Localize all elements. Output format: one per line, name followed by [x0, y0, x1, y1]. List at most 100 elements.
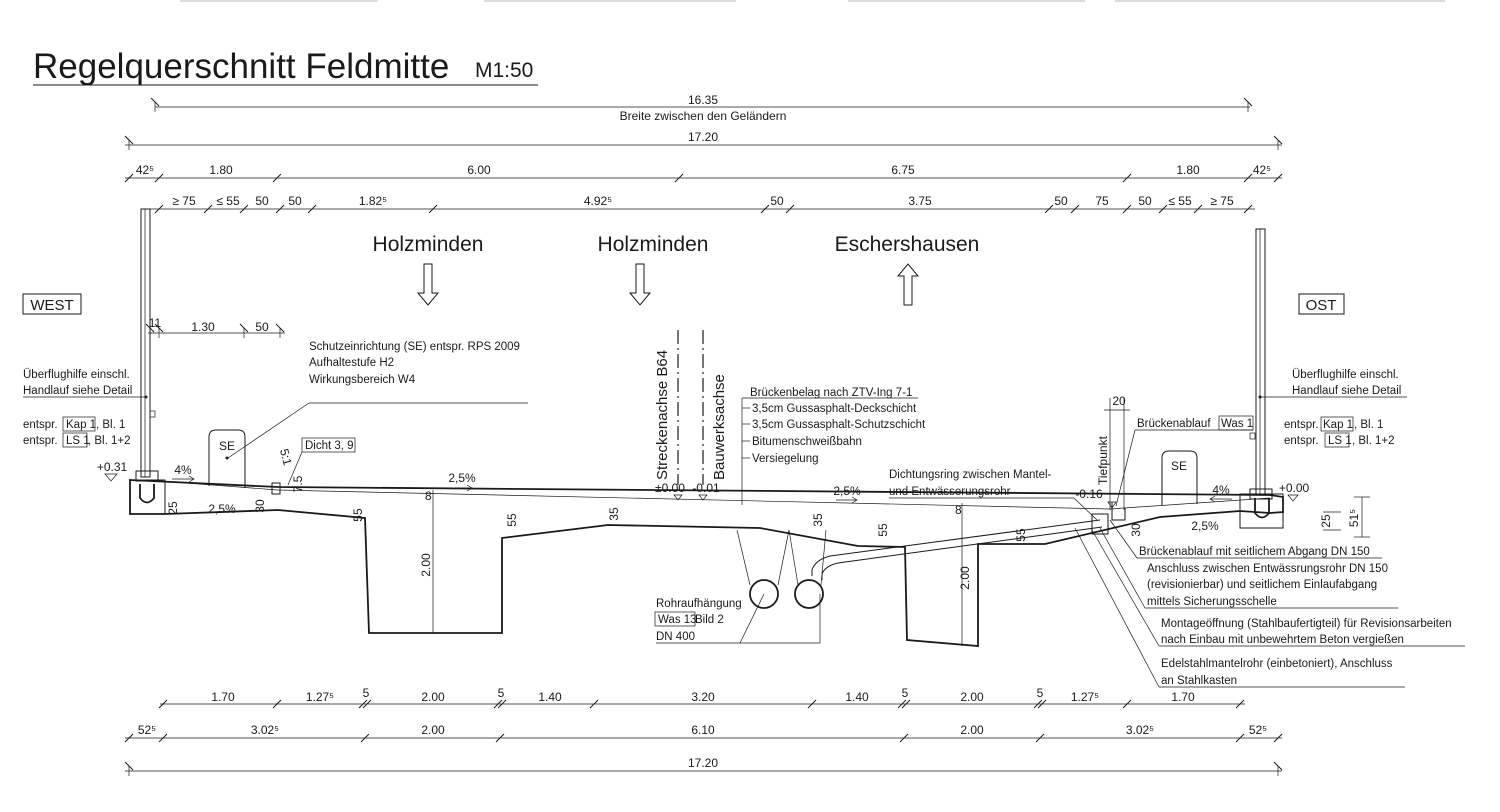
dim-tick — [358, 699, 368, 709]
dim-tick — [1158, 204, 1168, 214]
svg-text:1.27⁵: 1.27⁵ — [306, 690, 334, 704]
dim-tick — [899, 733, 909, 743]
svg-text:, Bl. 1+2: , Bl. 1+2 — [88, 435, 131, 447]
svg-text:30: 30 — [253, 499, 267, 513]
svg-text:4%: 4% — [174, 463, 192, 477]
svg-text:2,5%: 2,5% — [448, 471, 476, 485]
svg-text:LS 1: LS 1 — [1328, 435, 1352, 447]
dim-tick — [1033, 699, 1043, 709]
svg-text:2.00: 2.00 — [419, 553, 433, 577]
drain-pipe — [811, 519, 1101, 576]
dim-tick — [1070, 204, 1080, 214]
slope-labels: 4% 2,5% 2,5% 4% — [172, 463, 1232, 504]
railing-west — [135, 208, 159, 482]
dim-tick — [1235, 733, 1245, 743]
dim-tick — [674, 173, 684, 183]
dim-tick — [1273, 733, 1283, 743]
deck-mark-w: 8 — [425, 489, 432, 503]
dim-tick — [158, 733, 168, 743]
ost-label: OST — [1306, 297, 1337, 314]
bridge-cross-section: 8 8 — [129, 330, 1284, 647]
svg-text:Handlauf siehe Detail: Handlauf siehe Detail — [23, 385, 132, 397]
svg-text:Überflughilfe einschl.: Überflughilfe einschl. — [23, 369, 130, 381]
svg-text:Brückenablauf: Brückenablauf — [1137, 418, 1211, 430]
svg-text:Edelstahlmantelrohr (einbetoni: Edelstahlmantelrohr (einbetoniert), Ansc… — [1161, 658, 1393, 670]
dim-tick — [901, 699, 911, 709]
svg-text:Wirkungsbereich W4: Wirkungsbereich W4 — [309, 374, 416, 386]
svg-text:Handlauf siehe Detail: Handlauf siehe Detail — [1292, 385, 1401, 397]
svg-text:Dichtungsring zwischen Mantel-: Dichtungsring zwischen Mantel- — [889, 469, 1052, 481]
dim-r2-7: 3.75 — [908, 194, 932, 208]
svg-text:3.20: 3.20 — [691, 690, 715, 704]
dim-tick — [807, 699, 817, 709]
svg-text:55: 55 — [1014, 528, 1028, 542]
dim-tick — [272, 699, 282, 709]
svg-text:DN 400: DN 400 — [656, 631, 695, 643]
dim-tick — [307, 204, 317, 214]
dim-total-top: 17.20 — [688, 130, 718, 144]
svg-text:entspr.: entspr. — [1284, 419, 1319, 431]
svg-text:2,5%: 2,5% — [1191, 519, 1219, 533]
svg-text:35: 35 — [607, 507, 621, 521]
svg-text:5: 5 — [902, 686, 909, 700]
svg-text:52⁵: 52⁵ — [1249, 723, 1267, 737]
dim-r2-2: 50 — [255, 194, 269, 208]
svg-text:LS 1: LS 1 — [66, 435, 90, 447]
dim-r2-8: 50 — [1054, 194, 1068, 208]
svg-text:30: 30 — [1129, 523, 1143, 537]
scale-label: M1:50 — [475, 59, 533, 82]
note-dichtungsring: Dichtungsring zwischen Mantel- und Entwä… — [889, 469, 1098, 521]
dim-tick — [785, 204, 795, 214]
dim-tick — [124, 733, 134, 743]
dim-tick — [272, 173, 282, 183]
dim-tick — [1122, 173, 1132, 183]
dim-tick — [1122, 699, 1132, 709]
dim-tick — [497, 699, 507, 709]
dim-r2-1: ≤ 55 — [216, 194, 240, 208]
note-schutzeinrichtung: Schutzeinrichtung (SE) entspr. RPS 2009 … — [227, 341, 528, 459]
notes-right: Überflughilfe einschl. Handlauf siehe De… — [1258, 369, 1407, 448]
dim-tick — [124, 173, 134, 183]
svg-text:, Bl. 1: , Bl. 1 — [96, 419, 125, 431]
svg-text:3.02⁵: 3.02⁵ — [251, 723, 279, 737]
svg-text:Kap 1: Kap 1 — [66, 419, 96, 431]
svg-text:5: 5 — [363, 686, 370, 700]
svg-text:±0.00: ±0.00 — [655, 481, 685, 495]
dim-r1-5: 42⁵ — [1253, 163, 1271, 177]
dim-r2-11: ≤ 55 — [1168, 194, 1192, 208]
bottom-dimension-chains: 1.70 1.27⁵ 5 2.00 5 1.40 3.20 1.40 5 2.0… — [124, 686, 1283, 776]
svg-text:entspr.: entspr. — [23, 419, 58, 431]
notes-left: Überflughilfe einschl. Handlauf siehe De… — [23, 369, 148, 448]
svg-text:Was 13: Was 13 — [658, 614, 697, 626]
se-barrier-west: SE — [208, 429, 246, 488]
se-label-e: SE — [1171, 459, 1187, 473]
svg-text:1.27⁵: 1.27⁵ — [1071, 690, 1099, 704]
dim-r2-9: 75 — [1095, 194, 1109, 208]
svg-text:Brückenablauf mit seitlichem A: Brückenablauf mit seitlichem Abgang DN 1… — [1139, 546, 1370, 558]
direction-eschershausen: Eschershausen — [835, 233, 980, 256]
dim-r1-3: 6.75 — [891, 163, 915, 177]
svg-text:entspr.: entspr. — [23, 435, 58, 447]
svg-text:+0.00: +0.00 — [1279, 481, 1310, 495]
svg-text:6.10: 6.10 — [691, 723, 715, 737]
dim-tick — [589, 699, 599, 709]
svg-text:25: 25 — [1319, 514, 1333, 528]
note-brueckenablauf: Brückenablauf Was 1 — [1115, 415, 1254, 507]
page-title: Regelquerschnitt Feldmitte — [33, 47, 449, 86]
top-dimension-chains: 16.35 Breite zwischen den Geländern 17.2… — [124, 93, 1283, 338]
svg-text:35: 35 — [811, 513, 825, 527]
svg-text:Montageöffnung (Stahlbaufertig: Montageöffnung (Stahlbaufertigteil) für … — [1161, 618, 1452, 630]
svg-text:51⁵: 51⁵ — [1347, 509, 1361, 527]
dim-tick — [1243, 204, 1253, 214]
svg-text:2.00: 2.00 — [421, 723, 445, 737]
svg-text:2.00: 2.00 — [421, 690, 445, 704]
dim-r2-3: 50 — [288, 194, 302, 208]
svg-text:2.00: 2.00 — [960, 690, 984, 704]
dicht-box — [301, 437, 356, 453]
axis-bauwerk-label: Bauwerksachse — [711, 374, 728, 480]
dim-r1-1: 1.80 — [209, 163, 233, 177]
pavement-line — [159, 480, 1271, 510]
svg-text:7.5: 7.5 — [291, 475, 305, 492]
section-dimension-labels: 25 2,5% 30 55 2.00 55 35 35 55 2.00 55 3… — [166, 447, 1370, 590]
svg-text:5:1: 5:1 — [277, 447, 295, 467]
